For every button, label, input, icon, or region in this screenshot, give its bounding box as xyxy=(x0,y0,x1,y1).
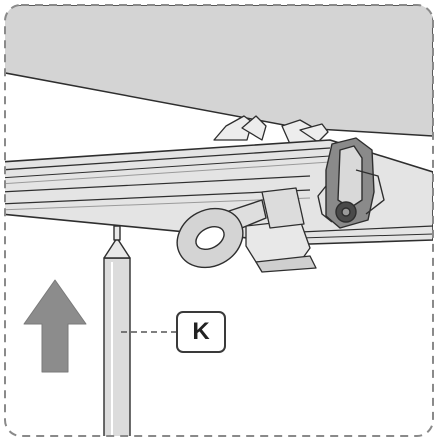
rod xyxy=(103,225,131,436)
mounting-bracket xyxy=(213,115,329,145)
frame-border xyxy=(4,4,434,437)
lower-assembly xyxy=(245,187,317,273)
ceiling-plane xyxy=(5,5,433,137)
rail-profile xyxy=(5,139,433,245)
up-arrow-icon xyxy=(23,279,87,373)
callout-label-k: K xyxy=(176,311,226,353)
eye-bolt xyxy=(176,199,267,269)
drive-bracket xyxy=(317,137,385,229)
